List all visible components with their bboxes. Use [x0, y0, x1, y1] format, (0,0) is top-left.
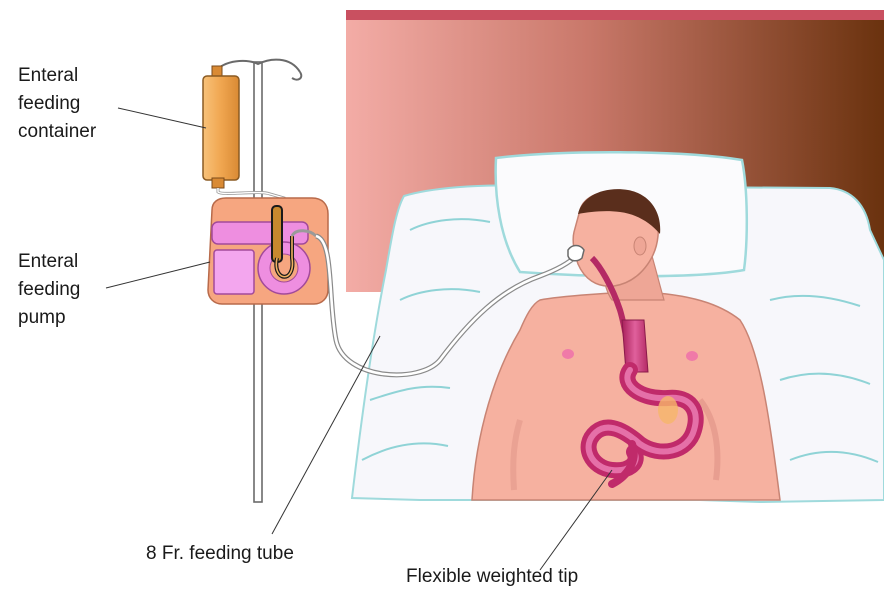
leader-line-pump — [106, 262, 210, 288]
label-flexible-weighted-tip: Flexible weighted tip — [406, 563, 578, 591]
label-feeding-tube: 8 Fr. feeding tube — [146, 540, 294, 568]
label-enteral-feeding-container: Enteral feeding container — [18, 62, 96, 146]
leader-line-container — [118, 108, 206, 128]
label-pump-line-2: feeding — [18, 276, 80, 304]
label-pump-line-1: Enteral — [18, 248, 80, 276]
label-container-line-2: feeding — [18, 90, 96, 118]
feeding-container — [203, 66, 284, 212]
label-pump-line-3: pump — [18, 304, 80, 332]
label-container-line-1: Enteral — [18, 62, 96, 90]
nasal-clip — [568, 246, 584, 261]
label-enteral-feeding-pump: Enteral feeding pump — [18, 248, 80, 332]
label-container-line-3: container — [18, 118, 96, 146]
feeding-pump — [208, 198, 328, 304]
